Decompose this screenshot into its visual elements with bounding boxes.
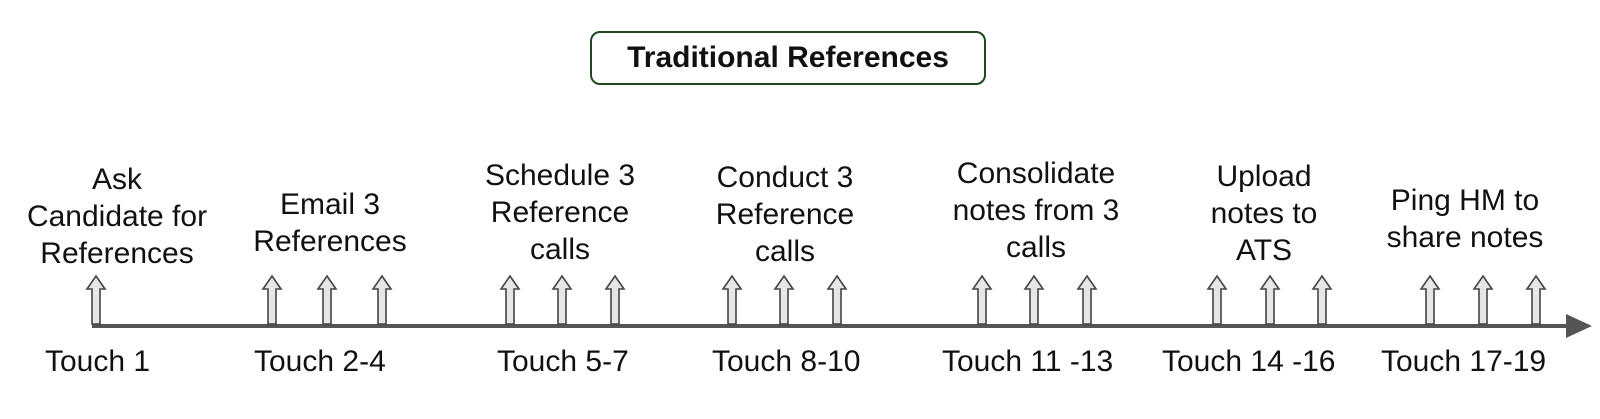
touch-label-1: Touch 1 [45, 345, 151, 378]
touch-arrow-up-icon [1023, 274, 1045, 325]
touch-arrows [85, 274, 1547, 325]
touch-arrow-up-icon [1472, 274, 1494, 325]
step-label-upload-notes: Upload notes to ATS [1210, 160, 1318, 267]
touch-label-11-13: Touch 11 -13 [942, 345, 1114, 378]
touch-arrow-up-icon [971, 274, 993, 325]
touch-arrow-up-icon [316, 274, 338, 325]
touch-arrow-up-icon [826, 274, 848, 325]
touch-label-17-19: Touch 17-19 [1381, 345, 1547, 378]
touch-arrow-up-icon [551, 274, 573, 325]
touch-arrow-up-icon [773, 274, 795, 325]
touch-arrow-up-icon [1259, 274, 1281, 325]
touch-arrow-up-icon [604, 274, 626, 325]
touch-label-14-16: Touch 14 -16 [1162, 345, 1336, 378]
step-label-schedule-calls: Schedule 3 Reference calls [484, 159, 636, 266]
step-label-conduct-calls: Conduct 3 Reference calls [715, 161, 855, 268]
touch-arrow-up-icon [1311, 274, 1333, 325]
touch-arrow-up-icon [721, 274, 743, 325]
touch-arrow-up-icon [1525, 274, 1547, 325]
touch-label-8-10: Touch 8-10 [712, 345, 861, 378]
touch-arrow-up-icon [261, 274, 283, 325]
touch-arrow-up-icon [1419, 274, 1441, 325]
touch-arrow-up-icon [85, 274, 107, 325]
step-label-email-references: Email 3 References [253, 188, 407, 258]
touch-arrow-up-icon [371, 274, 393, 325]
step-label-ping-hm: Ping HM to share notes [1386, 184, 1544, 254]
touch-label-2-4: Touch 2-4 [254, 345, 386, 378]
timeline-arrowhead-icon [1566, 314, 1592, 338]
touch-label-5-7: Touch 5-7 [497, 345, 629, 378]
touch-arrow-up-icon [499, 274, 521, 325]
step-label-ask-candidate: Ask Candidate for References [26, 163, 208, 270]
touch-arrow-up-icon [1206, 274, 1228, 325]
diagram-title: Traditional References [590, 31, 986, 85]
touch-arrow-up-icon [1076, 274, 1098, 325]
step-label-consolidate-notes: Consolidate notes from 3 calls [952, 157, 1120, 264]
